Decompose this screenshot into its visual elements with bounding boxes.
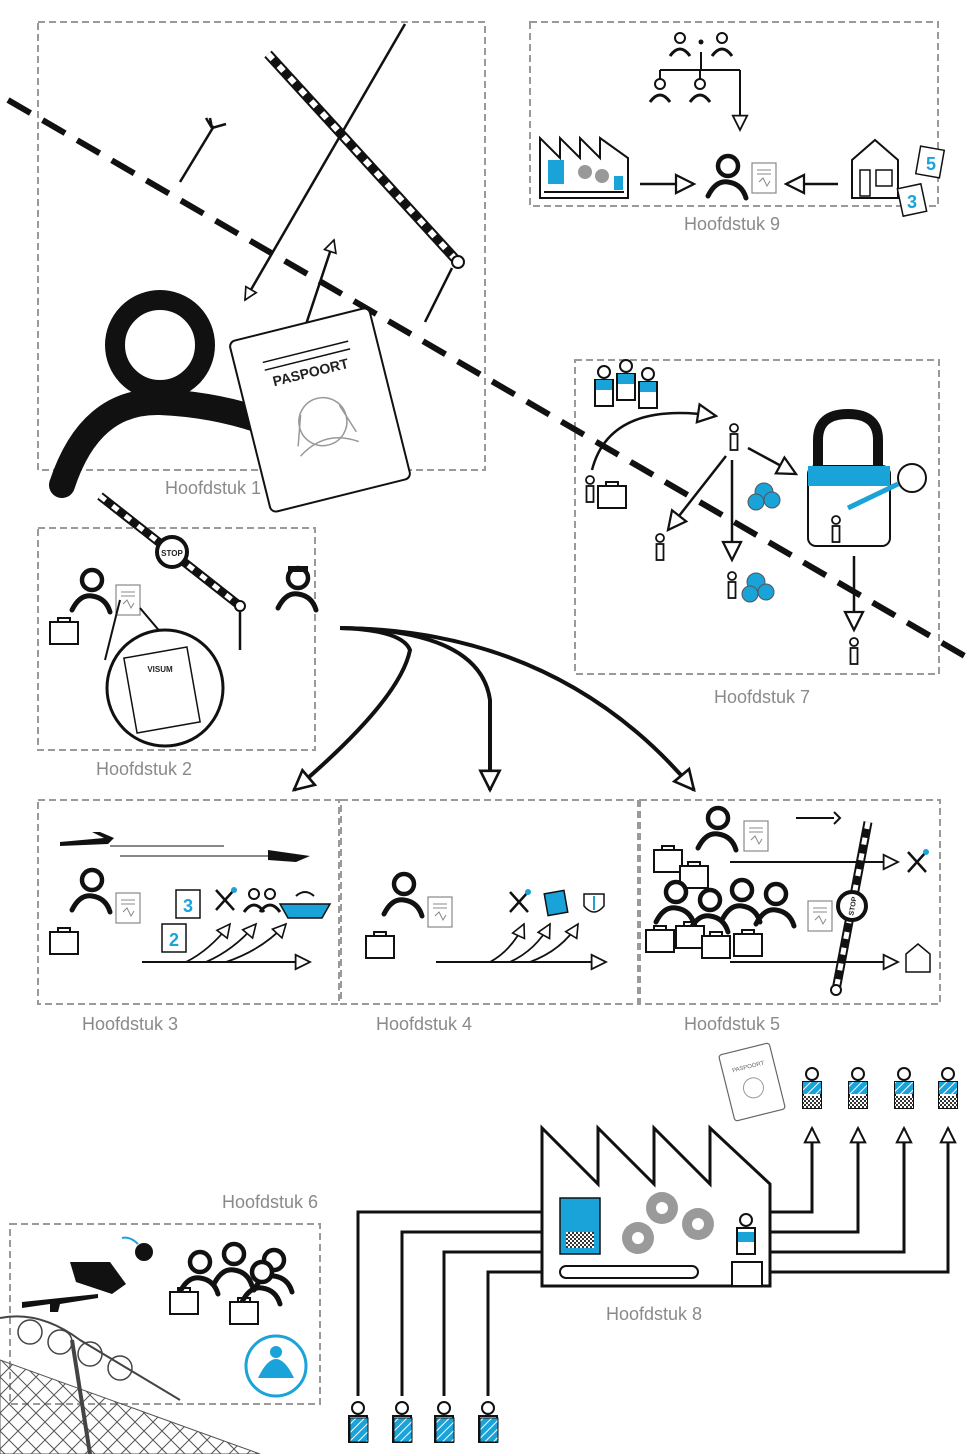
walker-icon [708,156,777,198]
ch9-illustration: 5 3 [539,31,946,218]
pole-icon [178,117,227,183]
ch5-illustration: STOP [645,808,931,996]
svg-text:5: 5 [926,154,936,174]
tools-icon [907,849,929,873]
ch3-illustration: 3 2 [49,832,332,962]
caption-ch6: Hoofdstuk 6 [222,1192,318,1212]
passport-icon: PASPOORT [229,307,411,513]
panel-ch6 [9,1223,321,1405]
barrier-icon: STOP [830,821,873,996]
input-workers [348,1401,499,1443]
unhcr-logo-icon [244,1334,308,1398]
couple-icon [242,887,282,914]
panel-ch5 [639,799,941,1005]
tools-icon [215,887,237,911]
book-icon [543,889,569,917]
caption-ch9: Hoofdstuk 9 [684,214,780,234]
medical-icon [583,893,605,913]
caption-ch8: Hoofdstuk 8 [606,1304,702,1324]
caption-ch1: Hoofdstuk 1 [165,478,261,498]
calendar-icon: 5 3 [896,145,946,218]
boot-icon [70,1262,126,1294]
tools-icon [509,889,531,913]
caption-ch4: Hoofdstuk 4 [376,1014,472,1034]
barrier-icon [264,50,465,323]
svg-text:STOP: STOP [848,896,858,916]
ch2-illustration: STOP VISUM [49,492,316,748]
svg-text:3: 3 [183,896,193,916]
caption-ch5: Hoofdstuk 5 [684,1014,780,1034]
barbed-wire-fence-icon [0,1315,261,1454]
output-workers [802,1067,958,1109]
svg-text:2: 2 [169,930,179,950]
panel-ch3 [37,799,340,1005]
ch7-illustration [585,359,927,665]
stop-sign-label: STOP [161,549,183,558]
ch1-illustration: PASPOORT [49,23,465,513]
ch8-illustration: PASPOORT [348,1042,958,1443]
input-lines [356,1210,542,1396]
bomb-icon [121,1236,153,1261]
panel-ch2 [37,527,316,751]
airplane-icon [60,832,310,862]
border-line [6,97,977,665]
branch-arrows [294,626,694,790]
padlock-icon [807,408,891,547]
gear-icon [622,1192,714,1254]
group-icon [594,359,658,409]
house-icon [905,943,931,973]
group-walkers [645,880,833,959]
calendar-icon: 3 2 [161,889,201,953]
family-icon [648,31,740,130]
rifle-icon [22,1294,98,1312]
visa-icon: VISUM [104,599,225,748]
svg-text:3: 3 [907,192,917,212]
panel-ch7 [574,359,940,675]
key-icon [846,463,927,511]
house-icon [851,138,899,199]
caption-ch3: Hoofdstuk 3 [82,1014,178,1034]
caption-ch7: Hoofdstuk 7 [714,687,810,707]
caption-ch2: Hoofdstuk 2 [96,759,192,779]
factory-icon [539,135,629,199]
passport-icon: PASPOORT [718,1042,786,1122]
official-icon [278,566,316,610]
ch6-illustration [0,1236,308,1454]
barrier-icon: STOP [97,492,246,650]
boat-icon [278,891,332,919]
panel-ch9 [529,21,939,207]
output-lines [770,1128,948,1274]
factory-icon [540,1124,772,1288]
panel-ch4 [340,799,639,1005]
blob-icon [741,482,781,603]
ch4-illustration [365,874,606,962]
visa-label: VISUM [147,665,173,674]
panel-ch1 [37,21,486,471]
